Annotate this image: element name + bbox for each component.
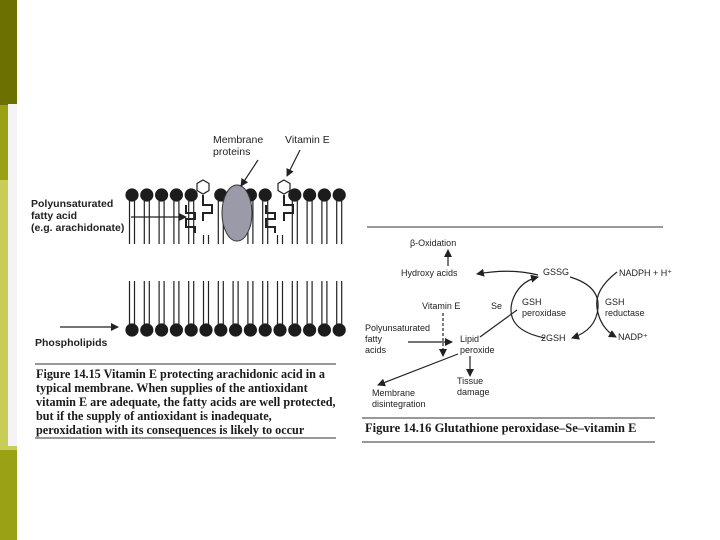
to-membrane-disintegration-arrow: [377, 353, 459, 387]
pufa-chain-right: [265, 205, 276, 233]
gsh-peroxidase-label: GSH peroxidase: [522, 297, 566, 318]
gssg-label: GSSG: [543, 267, 569, 277]
lipid-head: [288, 188, 302, 202]
lipid-head: [332, 323, 346, 337]
figure-14-15: Membrane proteins Vitamin E Polyunsatura…: [31, 134, 346, 349]
nadp-label: NADP⁺: [618, 332, 648, 342]
figure-14-16-number: Figure 14.16: [365, 421, 432, 435]
lipid-head: [288, 323, 302, 337]
lipid-head: [140, 323, 154, 337]
hydroxy-acids-label: Hydroxy acids: [401, 268, 458, 278]
lipid-head: [155, 323, 169, 337]
lipid-head: [229, 323, 243, 337]
lipid-head: [258, 188, 272, 202]
gsh-reductase-label: GSH reductase: [605, 297, 645, 318]
lipid-head: [140, 188, 154, 202]
lipid-head: [169, 188, 183, 202]
figure-14-16-caption: Figure 14.16 Glutathione peroxidase–Se–v…: [365, 421, 655, 435]
lipid-head: [303, 188, 317, 202]
lipid-head: [303, 323, 317, 337]
bottom-lipid-tails: [128, 281, 343, 324]
lipid-head: [214, 323, 228, 337]
vitamin-e-label-2: Vitamin E: [422, 301, 460, 311]
membrane-disintegration-label: Membrane disintegration: [372, 388, 426, 409]
figure-14-15-caption-line-1: Vitamin E protecting arachidonic acid in…: [103, 367, 326, 381]
figure-14-15-caption-line-2: typical membrane. When supplies of the a…: [36, 381, 308, 395]
lipid-head: [317, 188, 331, 202]
vitamin-e-ring-right: [277, 179, 291, 195]
figure-14-15-number: Figure 14.15: [36, 367, 101, 381]
figure-14-15-caption-line-5: peroxidation with its consequences is li…: [36, 423, 305, 437]
nadph-label: NADPH + H⁺: [619, 268, 672, 278]
lipid-head: [125, 323, 139, 337]
sidebar-dark-bottom: [0, 450, 17, 540]
pufa-label-2: Polyunsaturated fatty acids: [365, 323, 433, 355]
membrane-proteins-arrow: [240, 159, 259, 187]
nadph-to-nadp-arrow: [596, 271, 618, 338]
lipid-head: [332, 188, 346, 202]
two-gsh-label: 2GSH: [541, 333, 566, 343]
figure-14-15-caption-line-4: but if the supply of antioxidant is inad…: [36, 409, 272, 423]
lipid-head: [169, 323, 183, 337]
lipid-head: [155, 188, 169, 202]
vitamin-e-ring-left: [196, 179, 210, 195]
top-lipid-tails: [128, 201, 343, 244]
gssg-to-hydroxy-arrow: [476, 268, 539, 277]
peroxidase-cycle-arrow: [510, 274, 546, 339]
beta-oxidation-label: β-Oxidation: [410, 238, 456, 248]
lipid-head: [243, 323, 257, 337]
lipid-head: [258, 323, 272, 337]
pufa-chain-left-2: [202, 195, 213, 221]
tissue-damage-label: Tissue damage: [457, 376, 490, 397]
lipid-head: [273, 323, 287, 337]
pufa-label: Polyunsaturated fatty acid (e.g. arachid…: [31, 198, 124, 234]
lipid-head: [199, 323, 213, 337]
membrane-protein: [221, 184, 253, 242]
image-frame-edge: [8, 104, 17, 446]
figure-14-15-caption: Figure 14.15 Vitamin E protecting arachi…: [36, 367, 336, 437]
figure-14-16: β-Oxidation Hydroxy acids GSSG NADPH + H…: [35, 226, 672, 443]
pufa-chain-left: [185, 205, 196, 233]
se-label: Se: [491, 301, 502, 311]
reductase-cycle-arrow: [569, 276, 599, 340]
vitamin-e-arrow: [286, 149, 301, 177]
figure-14-15-caption-line-3: vitamin E are adequate, the fatty acids …: [36, 395, 336, 409]
lipid-head: [184, 188, 198, 202]
bottom-lipid-heads: [125, 323, 346, 337]
lipid-peroxide-to-hydroxy-arrow: [479, 309, 518, 338]
vitamin-e-label: Vitamin E: [285, 134, 330, 146]
membrane-proteins-label: Membrane proteins: [213, 134, 266, 158]
sidebar-dark-top: [0, 0, 17, 105]
lipid-head: [184, 323, 198, 337]
lipid-head: [317, 323, 331, 337]
phospholipids-label: Phospholipids: [35, 337, 107, 349]
lipid-peroxide-label: Lipid peroxide: [460, 334, 495, 355]
lipid-head: [125, 188, 139, 202]
figure-14-16-title: Glutathione peroxidase–Se–vitamin E: [434, 421, 637, 435]
pufa-chain-right-2: [283, 195, 294, 221]
